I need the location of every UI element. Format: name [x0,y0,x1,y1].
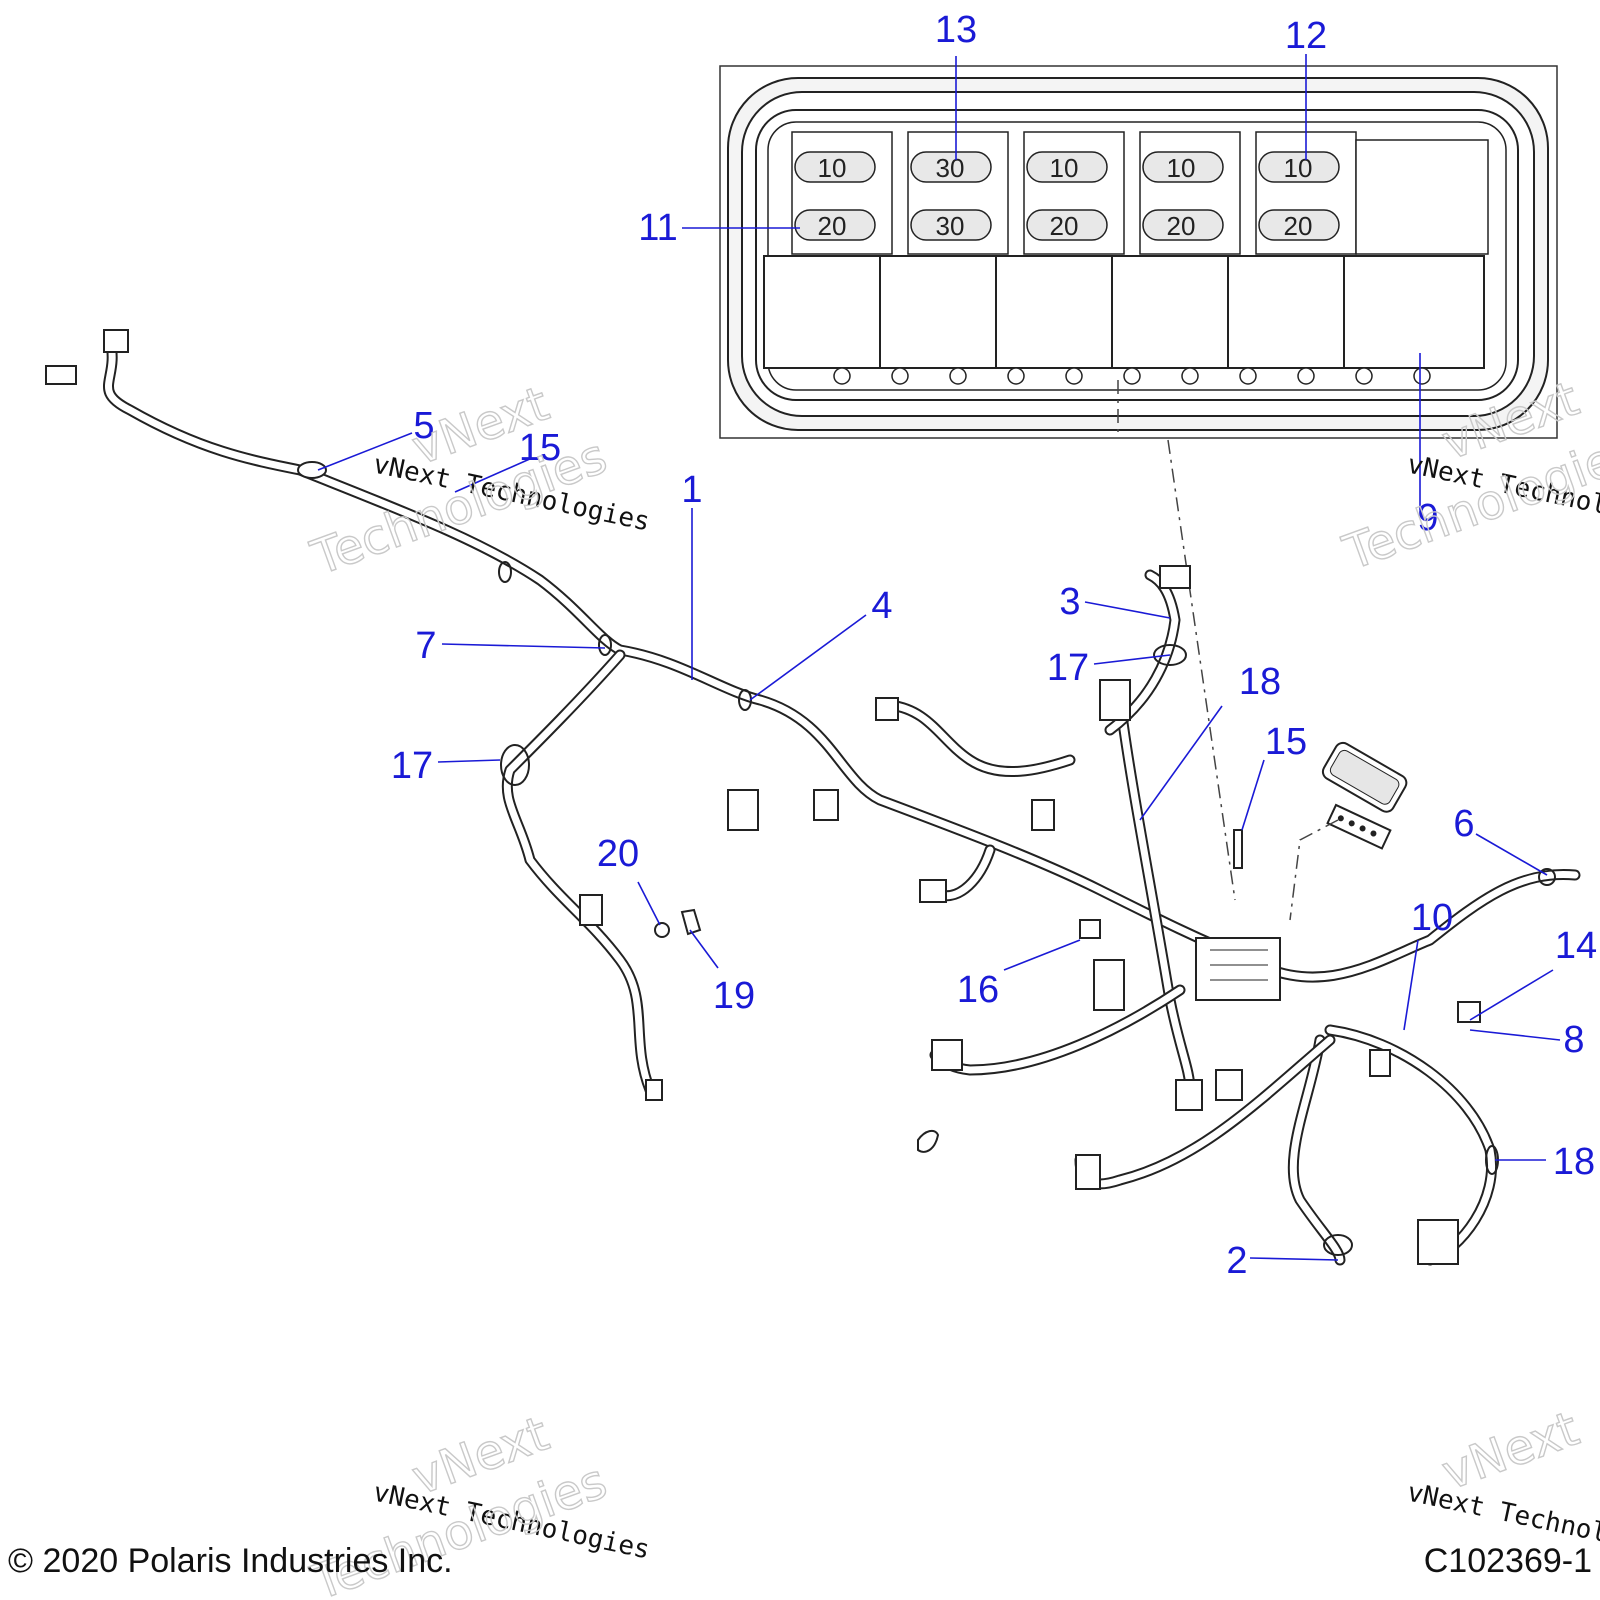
leader-lines [317,54,1561,1261]
clip [680,908,702,936]
connector [645,1079,663,1101]
relay [763,255,881,369]
fuse-box-inset: 10 30 10 10 10 20 30 20 20 20 [719,65,1558,439]
fuse [910,151,992,183]
callout-3: 3 [1059,581,1080,623]
fuse [1026,209,1108,241]
fuse [1142,151,1224,183]
connector [1417,1219,1459,1265]
callout-7: 7 [415,625,436,667]
callout-20: 20 [597,833,639,875]
copyright-text: © 2020 Polaris Industries Inc. [8,1542,453,1580]
callout-15-lower: 15 [1265,721,1307,763]
connector [931,1039,963,1071]
connector [1175,1079,1203,1111]
fuse [794,209,876,241]
fuse [1026,151,1108,183]
relay [1227,255,1345,369]
callout-14: 14 [1555,925,1597,967]
connector [1099,679,1131,721]
nut [654,922,670,938]
callout-4: 4 [871,585,892,627]
fuse-rating: 10 [1167,153,1196,183]
callout-19: 19 [713,975,755,1017]
callout-5: 5 [413,405,434,447]
fuse-rating: 30 [936,153,965,183]
callout-11: 11 [638,207,677,249]
fuse [794,151,876,183]
fuse-rating: 30 [936,211,965,241]
relay-row [763,255,1485,369]
callout-16: 16 [957,969,999,1011]
relay [995,255,1113,369]
fuse-row-top: 10 30 10 10 10 [794,151,1340,183]
harness-wires [103,334,1581,1266]
fuse-rating: 20 [818,211,847,241]
harness-fuse-box [1195,937,1281,1001]
connector [727,789,759,831]
terminal-strip [1326,803,1392,850]
callout-9: 9 [1417,497,1438,539]
grommet [917,1129,940,1153]
cable-ties [498,561,1556,1256]
callout-15-upper: 15 [519,427,561,469]
fuse [1258,151,1340,183]
connector [875,697,899,721]
relay [1111,255,1229,369]
fastener [1233,829,1243,869]
connector [103,329,129,353]
connector [1093,959,1125,1011]
relay [1343,255,1485,369]
connector [813,789,839,821]
connector [1075,1154,1101,1190]
connector [1369,1049,1391,1077]
callout-1: 1 [681,469,702,511]
callout-6: 6 [1453,803,1474,845]
drawing-number: C102369-1 [1424,1542,1592,1580]
fuse-rating: 20 [1050,211,1079,241]
relay [879,255,997,369]
callout-18-right: 18 [1553,1141,1595,1183]
connector [579,894,603,926]
fuse-rating: 10 [1284,153,1313,183]
inset-reference-line [1167,439,1236,901]
fuse-rating: 20 [1167,211,1196,241]
callout-18-upper: 18 [1239,661,1281,703]
callout-17-left: 17 [391,745,433,787]
callout-8: 8 [1563,1019,1584,1061]
connector [1457,1001,1481,1023]
callout-2: 2 [1226,1240,1247,1282]
fuse-rating: 10 [818,153,847,183]
connector [45,365,77,385]
mounting-bosses [833,367,1431,385]
harness-connectors [45,329,1556,1265]
connector [919,879,947,903]
fuse-rating: 10 [1050,153,1079,183]
fuse-row-bottom: 20 30 20 20 20 [794,209,1340,241]
watermark-outline: vNext [1435,1401,1586,1502]
relay-module [1321,741,1408,813]
fuse-rating: 20 [1284,211,1313,241]
callout-10: 10 [1411,897,1453,939]
connector [1215,1069,1243,1101]
callout-17-upper: 17 [1047,647,1089,689]
bracket [1079,919,1101,939]
terminal-reference-line [1289,819,1339,921]
footer: © 2020 Polaris Industries Inc. C102369-1 [8,1542,1592,1580]
grommet [297,461,327,479]
fuse [1258,209,1340,241]
callout-13: 13 [935,9,977,51]
fuse [910,209,992,241]
callout-numbers: 1 2 3 4 5 6 7 8 9 10 11 12 13 14 15 15 1… [391,9,1597,1282]
connector [1031,799,1055,831]
connector [1159,565,1191,589]
callout-12: 12 [1285,15,1327,57]
fuse [1142,209,1224,241]
